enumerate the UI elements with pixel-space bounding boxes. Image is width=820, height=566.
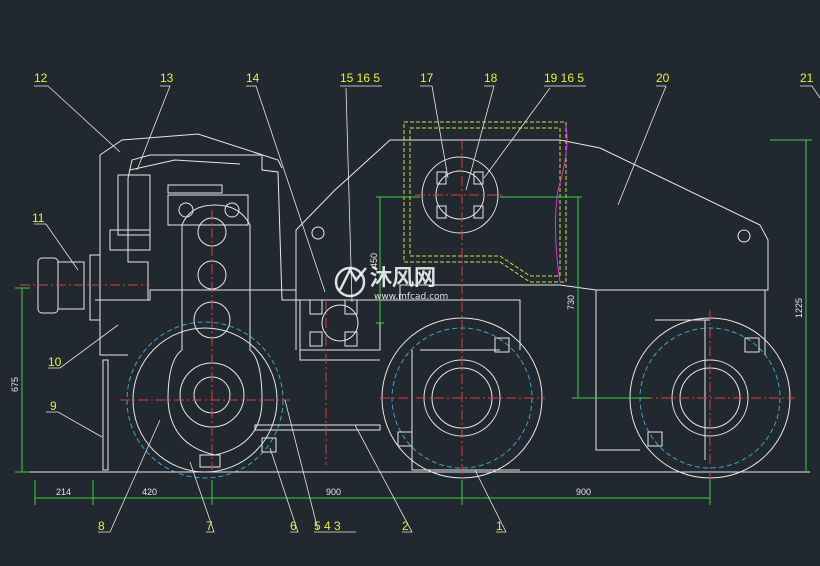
callout-13: 13 <box>160 71 174 85</box>
bracket-bolt-2 <box>224 202 240 218</box>
hydraulic-motor <box>321 304 359 342</box>
middle-hub-bolt-top <box>494 337 510 353</box>
frame-hole-left <box>311 226 325 240</box>
watermark-url: www.mfcad.com <box>374 292 448 302</box>
callout-8: 8 <box>98 519 105 533</box>
leader-17 <box>420 85 449 179</box>
drum-bottom-lug <box>199 454 221 468</box>
leader-2 <box>354 424 413 533</box>
rear-hub-bolt-bottom <box>647 431 663 447</box>
dim-label-730: 730 <box>566 295 576 310</box>
motor-base <box>299 349 380 361</box>
leader-12 <box>34 85 121 153</box>
callout-5-4-3: 5 4 3 <box>314 519 341 533</box>
leader-8 <box>98 419 161 533</box>
deck-line <box>95 289 296 301</box>
dimension-lines <box>15 139 812 505</box>
motor-bolt-bl <box>309 331 323 347</box>
dim-label-900-b: 900 <box>576 487 591 497</box>
callout-14: 14 <box>246 71 260 85</box>
lower-beam-lug <box>261 437 277 453</box>
callout-19-16-5: 19 16 5 <box>544 71 584 85</box>
callout-labels: 12 13 14 15 16 5 17 18 19 16 5 20 21 11 … <box>32 71 814 533</box>
leader-5 <box>284 399 356 533</box>
leader-6 <box>269 447 299 533</box>
callout-2: 2 <box>402 519 409 533</box>
vibration-housing-inner <box>409 127 561 277</box>
leader-1 <box>474 469 507 533</box>
vib-bolt-bl <box>436 205 447 219</box>
leader-11 <box>34 223 79 271</box>
dimension-labels: 214 420 900 900 675 1225 450 730 <box>10 253 804 497</box>
motor-bolt-br <box>344 331 358 347</box>
leader-18 <box>465 85 495 191</box>
vib-bolt-tl <box>436 171 447 185</box>
leader-9 <box>46 411 103 438</box>
light-bracket <box>89 254 101 321</box>
chassis-frame <box>295 139 769 350</box>
watermark: 沐风网 www.mfcad.com <box>334 266 448 302</box>
scraper-bar <box>102 359 109 471</box>
callout-15-16-5: 15 16 5 <box>340 71 380 85</box>
leader-14 <box>246 85 326 293</box>
callout-7: 7 <box>206 519 213 533</box>
callout-9: 9 <box>50 399 57 413</box>
motor-bolt-tr <box>344 299 358 315</box>
callout-21: 21 <box>800 71 814 85</box>
gearbox-housing <box>167 204 263 456</box>
leader-21 <box>800 85 820 99</box>
dim-label-675: 675 <box>10 377 20 392</box>
mf-logo-icon <box>334 266 367 298</box>
leader-10 <box>48 324 119 369</box>
callout-10: 10 <box>48 355 62 369</box>
rear-frame <box>595 290 766 451</box>
dim-label-900-a: 900 <box>326 487 341 497</box>
callout-17: 17 <box>420 71 434 85</box>
frame-hole-right <box>737 229 751 243</box>
middle-drum-frame <box>411 349 520 471</box>
middle-hub-bolt-bottom <box>397 431 413 447</box>
callout-12: 12 <box>34 71 48 85</box>
hood-roof-line <box>99 133 283 169</box>
callout-18: 18 <box>484 71 498 85</box>
break-line-magenta <box>554 125 568 283</box>
dim-label-450: 450 <box>369 253 379 268</box>
highlight-housing <box>403 121 567 283</box>
dim-label-420: 420 <box>142 487 157 497</box>
leader-15 <box>340 85 382 303</box>
centerlines <box>20 140 795 480</box>
callout-6: 6 <box>290 519 297 533</box>
callout-11: 11 <box>32 211 45 225</box>
leader-19 <box>483 85 586 179</box>
motor-bracket <box>167 194 249 226</box>
vibration-housing-dashed <box>403 121 567 283</box>
callout-20: 20 <box>656 71 670 85</box>
callout-1: 1 <box>496 519 503 533</box>
dim-label-214: 214 <box>56 487 71 497</box>
vib-bolt-br <box>473 205 484 219</box>
vib-bolt-tr <box>473 171 484 185</box>
leader-7 <box>189 461 215 533</box>
leader-13 <box>136 85 171 171</box>
lower-beam <box>254 424 381 431</box>
rear-drum-arm <box>655 319 710 460</box>
leader-20 <box>617 85 667 206</box>
rear-hub-bolt-top <box>744 337 760 353</box>
fuel-tank <box>117 174 151 236</box>
linkage-bar <box>167 184 223 194</box>
linkage-arm <box>129 159 241 171</box>
motor-bolt-tl <box>309 299 323 315</box>
dim-label-1225: 1225 <box>794 298 804 318</box>
mid-support <box>400 299 521 350</box>
watermark-brand: 沐风网 <box>370 266 436 291</box>
leader-lines <box>34 85 820 533</box>
tank-base <box>109 229 151 251</box>
